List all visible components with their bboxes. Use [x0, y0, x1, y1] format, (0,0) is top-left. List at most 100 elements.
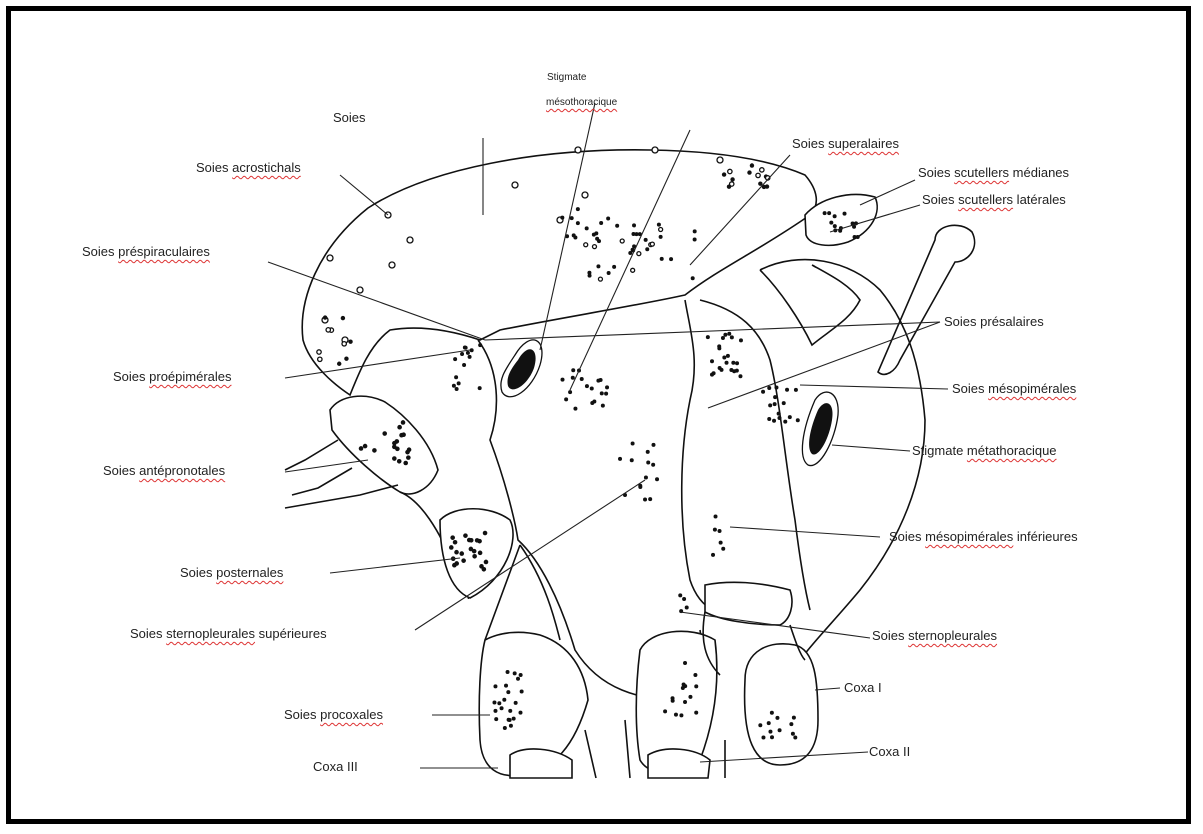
seta	[503, 726, 507, 730]
seta	[767, 386, 771, 390]
seta	[326, 328, 330, 332]
seta	[470, 348, 474, 352]
seta	[462, 363, 466, 367]
seta	[713, 528, 717, 532]
label-soies-mesopimerales: Soies mésopimérales	[952, 381, 1076, 397]
seta	[594, 231, 598, 235]
seta	[772, 419, 776, 423]
seta	[693, 673, 697, 677]
seta	[683, 700, 687, 704]
seta	[449, 545, 454, 550]
seta	[519, 673, 523, 677]
seta	[395, 447, 400, 452]
seta	[735, 361, 739, 365]
seta	[407, 237, 413, 243]
seta	[823, 211, 827, 215]
seta	[648, 497, 652, 501]
seta	[710, 359, 714, 363]
seta	[750, 163, 754, 167]
seta	[791, 732, 795, 736]
seta	[580, 377, 584, 381]
seta	[392, 456, 397, 461]
label-coxa-ii: Coxa II	[869, 744, 910, 760]
seta	[573, 235, 577, 239]
seta	[761, 735, 765, 739]
seta	[475, 538, 480, 543]
seta	[788, 415, 792, 419]
seta	[631, 441, 635, 445]
label-coxa-iii: Coxa III	[313, 759, 358, 775]
seta	[494, 717, 498, 721]
seta	[747, 170, 751, 174]
seta	[588, 274, 592, 278]
seta	[632, 223, 636, 227]
seta	[774, 386, 778, 390]
seta	[512, 182, 518, 188]
seta	[770, 711, 774, 715]
seta	[711, 553, 715, 557]
seta	[382, 431, 387, 436]
seta	[721, 547, 725, 551]
seta	[560, 216, 564, 220]
seta	[457, 381, 461, 385]
seta	[464, 346, 468, 350]
seta	[401, 432, 406, 437]
label-soies: Soies	[333, 110, 366, 126]
seta	[659, 235, 663, 239]
seta	[615, 224, 619, 228]
seta	[514, 701, 518, 705]
seta	[506, 670, 510, 674]
seta	[599, 378, 603, 382]
seta	[620, 239, 624, 243]
seta	[678, 593, 682, 597]
seta	[483, 531, 488, 536]
seta	[829, 221, 833, 225]
seta	[478, 386, 482, 390]
seta	[777, 416, 781, 420]
seta	[644, 475, 648, 479]
seta	[778, 728, 782, 732]
seta	[782, 401, 786, 405]
seta	[323, 315, 327, 319]
seta	[618, 457, 622, 461]
seta	[730, 335, 734, 339]
seta	[585, 384, 589, 388]
label-soies-scutellers-laterales: Soies scutellers latérales	[922, 192, 1066, 208]
seta	[694, 711, 698, 715]
seta	[659, 227, 663, 231]
seta	[767, 417, 771, 421]
seta	[454, 375, 458, 379]
seta	[327, 255, 333, 261]
seta	[561, 378, 565, 382]
seta	[317, 350, 321, 354]
seta	[714, 514, 718, 518]
seta	[671, 696, 675, 700]
seta	[509, 724, 513, 728]
seta	[792, 716, 796, 720]
seta	[518, 711, 522, 715]
seta	[721, 336, 725, 340]
seta	[452, 563, 457, 568]
seta	[606, 217, 610, 221]
seta	[405, 450, 410, 455]
seta	[628, 251, 632, 255]
seta	[663, 709, 667, 713]
seta	[833, 214, 837, 218]
seta	[853, 235, 857, 239]
seta	[767, 721, 771, 725]
seta	[571, 376, 575, 380]
seta	[460, 352, 464, 356]
seta	[357, 287, 363, 293]
seta	[645, 247, 649, 251]
seta	[726, 354, 730, 358]
seta	[612, 265, 616, 269]
seta	[576, 207, 580, 211]
seta	[646, 450, 650, 454]
seta	[513, 671, 517, 675]
seta	[463, 533, 468, 538]
seta	[773, 395, 777, 399]
seta	[497, 701, 501, 705]
coxa-iii-lower	[510, 749, 572, 778]
seta	[843, 212, 847, 216]
